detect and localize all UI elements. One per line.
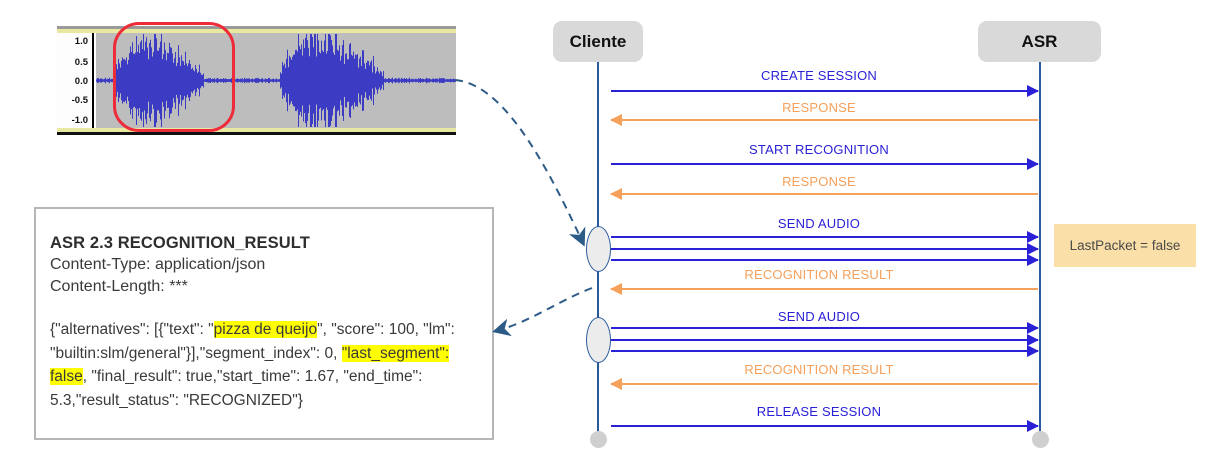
lifeline-end-cliente (590, 431, 607, 448)
lifeline-end-asr (1032, 431, 1049, 448)
message-line-2 (611, 163, 1038, 165)
message-arrowhead-4-0 (1027, 231, 1039, 243)
actor-cliente[interactable]: Cliente (553, 21, 643, 62)
message-line-4-2 (611, 259, 1038, 261)
message-json-payload: {"alternatives": [{"text": "pizza de que… (50, 318, 486, 412)
waveform-amplitude-axis: 1.0 0.5 0.0 -0.5 -1.0 (57, 33, 94, 128)
waveform-tick-3: 0.0 (74, 76, 88, 87)
message-arrowhead-4-2 (1027, 254, 1039, 266)
waveform-bottom-band (57, 128, 456, 132)
message-arrowhead-8 (1027, 420, 1039, 432)
waveform-panel: 1.0 0.5 0.0 -0.5 -1.0 (57, 26, 456, 135)
activation-marker-1 (586, 226, 611, 272)
json-text-4: , "final_result": true,"start_time": 1.6… (50, 368, 423, 409)
message-label-0: CREATE SESSION (761, 68, 877, 83)
waveform-top-ruler (57, 26, 456, 29)
recognition-result-message-box: ASR 2.3 RECOGNITION_RESULT Content-Type:… (34, 207, 494, 440)
message-line-3 (611, 193, 1038, 195)
message-label-6: SEND AUDIO (777, 309, 861, 324)
waveform-tick-1: 1.0 (74, 36, 88, 47)
waveform-tick-2: 0.5 (74, 57, 88, 68)
message-arrowhead-6-1 (1027, 334, 1039, 346)
json-text-0: {"alternatives": [{"text": " (50, 321, 214, 338)
message-arrowhead-4-1 (1027, 243, 1039, 255)
message-line-1 (611, 119, 1038, 121)
message-line-7 (611, 383, 1038, 385)
message-arrowhead-7 (610, 378, 622, 390)
message-label-7: RECOGNITION RESULT (744, 362, 894, 377)
message-label-2: START RECOGNITION (749, 142, 889, 157)
message-arrowhead-1 (610, 114, 622, 126)
message-line-6-2 (611, 350, 1038, 352)
waveform-tick-5: -1.0 (71, 115, 88, 126)
waveform-bottom-rule (57, 132, 456, 135)
message-line-6-0 (611, 327, 1038, 329)
waveform-trace (96, 34, 456, 127)
message-label-8: RELEASE SESSION (756, 404, 882, 419)
message-arrowhead-6-0 (1027, 322, 1039, 334)
message-arrowhead-2 (1027, 158, 1039, 170)
waveform-tick-4: -0.5 (71, 95, 88, 106)
message-line-6-1 (611, 339, 1038, 341)
message-arrowhead-3 (610, 188, 622, 200)
message-line-8 (611, 425, 1038, 427)
message-line-0 (611, 90, 1038, 92)
json-text-2: ", "score": 100, "lm": "builtin:slm/gene… (50, 321, 455, 362)
message-label-5: RECOGNITION RESULT (744, 267, 894, 282)
message-line-4-0 (611, 236, 1038, 238)
waveform-selection-highlight[interactable] (113, 22, 235, 132)
waveform-top-band (57, 29, 456, 33)
note-lastpacket-label: LastPacket = false (1069, 238, 1181, 253)
message-arrowhead-5 (610, 283, 622, 295)
message-label-1: RESPONSE (782, 100, 856, 115)
actor-asr[interactable]: ASR (978, 21, 1101, 62)
message-content-length: Content-Length: *** (50, 278, 188, 295)
message-label-3: RESPONSE (782, 174, 856, 189)
note-lastpacket: LastPacket = false (1054, 224, 1196, 267)
message-line-5 (611, 288, 1038, 290)
message-arrowhead-0 (1027, 85, 1039, 97)
waveform-plot[interactable] (96, 33, 456, 128)
actor-asr-label: ASR (1021, 31, 1058, 51)
actor-cliente-label: Cliente (569, 31, 627, 51)
lifeline-asr (1039, 62, 1041, 440)
message-title: ASR 2.3 RECOGNITION_RESULT (50, 234, 310, 252)
message-content-type: Content-Type: application/json (50, 256, 266, 273)
message-line-4-1 (611, 248, 1038, 250)
message-label-4: SEND AUDIO (777, 216, 861, 231)
message-arrowhead-6-2 (1027, 345, 1039, 357)
json-highlight-1: pizza de queijo (213, 321, 318, 338)
